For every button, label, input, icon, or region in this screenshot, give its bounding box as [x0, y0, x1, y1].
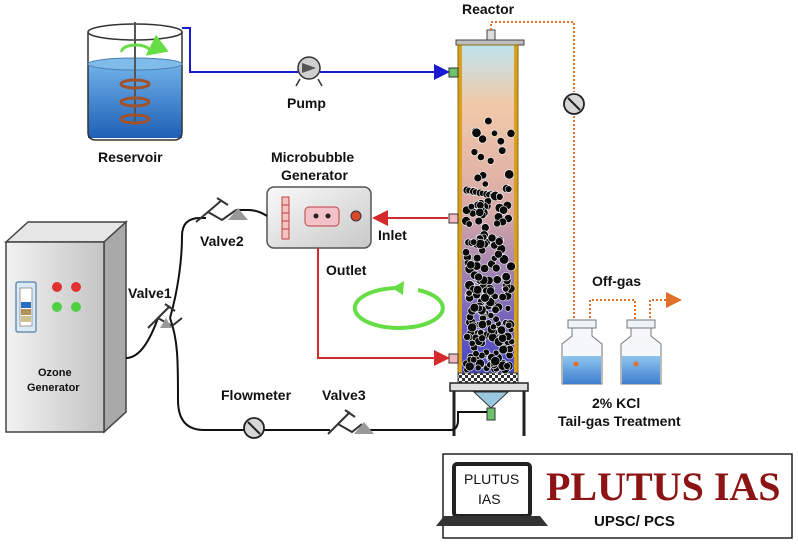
reactor-column: [455, 29, 525, 384]
outlet-label: Outlet: [326, 262, 367, 278]
ozone-gas-line: [125, 209, 487, 431]
reactor-recycle-outlet-port: [448, 213, 459, 224]
offgas-gauge-icon: [563, 93, 585, 115]
reactor-inlet-port: [448, 353, 459, 364]
svg-text:PLUTUS: PLUTUS: [464, 471, 519, 487]
reservoir: [87, 22, 183, 141]
reservoir-label: Reservoir: [98, 149, 163, 165]
stir-rotation-arrow-icon: [120, 34, 169, 56]
circulation-arrow-icon: [352, 281, 445, 330]
offgas-line: [490, 21, 680, 360]
microbubble-generator-label-line2: Generator: [281, 167, 348, 183]
stirrer-icon: [119, 22, 151, 125]
valve2-label: Valve2: [200, 233, 244, 249]
outlet-line: [317, 248, 450, 366]
ozone-generator-label-line1: Ozone: [38, 367, 72, 379]
reactor-water-inlet-port: [448, 67, 459, 78]
svg-text:PLUTUS IAS: PLUTUS IAS: [546, 464, 781, 509]
valve1-icon: [147, 303, 183, 329]
kcl-bottle-2: [620, 319, 662, 385]
ozone-generator: [4, 220, 128, 434]
inlet-label: Inlet: [378, 227, 407, 243]
reactor-label: Reactor: [462, 1, 515, 17]
plutus-ias-logo: PLUTUS IAS PLUTUS IAS UPSC/ PCS: [436, 453, 793, 539]
svg-text:IAS: IAS: [478, 491, 501, 507]
svg-text:UPSC/ PCS: UPSC/ PCS: [594, 513, 675, 530]
water-feed-line: [182, 27, 448, 72]
valve3-icon: [327, 409, 374, 435]
flowmeter-icon: [243, 417, 265, 439]
flowmeter-label: Flowmeter: [221, 387, 292, 403]
valve1-label: Valve1: [128, 285, 172, 301]
offgas-label: Off-gas: [592, 273, 641, 289]
kcl-label: 2% KCl: [592, 395, 640, 411]
microbubble-generator: [266, 186, 372, 249]
ozone-generator-label-line2: Generator: [27, 382, 80, 394]
kcl-bottle-1: [561, 319, 603, 385]
tailgas-treatment-label: Tail-gas Treatment: [558, 413, 681, 429]
pump-icon: [295, 56, 323, 87]
reactor-stand: [449, 382, 529, 436]
pump-label: Pump: [287, 95, 326, 111]
valve2-icon: [195, 197, 248, 223]
microbubble-generator-label-line1: Microbubble: [271, 149, 354, 165]
microbubbles: [461, 116, 516, 374]
valve3-label: Valve3: [322, 387, 366, 403]
